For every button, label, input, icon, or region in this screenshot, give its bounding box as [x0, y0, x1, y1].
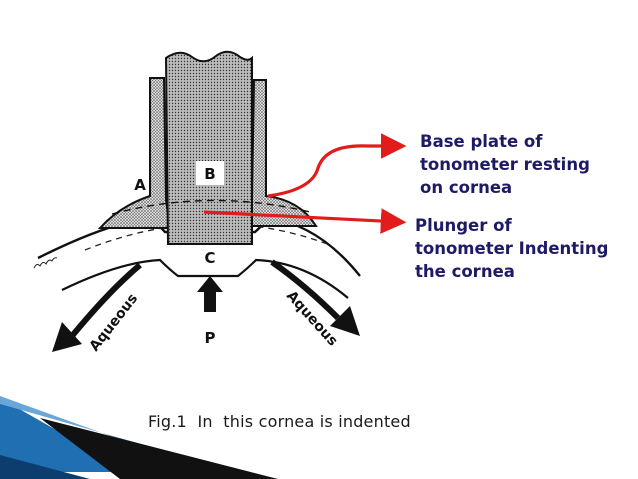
- artist-signature: [33, 257, 58, 269]
- callout-plunger-line: tonometer Indenting: [415, 239, 609, 258]
- label-b-box: [196, 161, 224, 185]
- base-plate-left: [97, 77, 172, 229]
- aqueous-arrow-right: [270, 259, 341, 321]
- figure-caption: Fig.1 In this cornea is indented: [148, 412, 411, 431]
- label-c: C: [204, 249, 215, 267]
- callout-plunger-line: the cornea: [415, 262, 515, 281]
- original-cornea-dashed: [84, 223, 331, 251]
- aqueous-arrow-left: [69, 262, 142, 338]
- callout-plunger-line: Plunger of: [415, 216, 512, 235]
- plunger: [164, 50, 253, 245]
- callout-plunger: Plunger of tonometer Indenting the corne…: [415, 214, 608, 283]
- cornea-inner-curve: [61, 258, 349, 299]
- plunger-dashed-curve: [111, 199, 311, 215]
- callout-base-plate: Base plate of tonometer resting on corne…: [420, 130, 590, 199]
- label-b: B: [204, 165, 215, 183]
- callout-base-plate-line: Base plate of: [420, 132, 543, 151]
- pressure-arrow: [197, 276, 223, 312]
- label-a: A: [134, 176, 146, 194]
- callout-base-plate-line: tonometer resting: [420, 155, 590, 174]
- label-p: P: [205, 329, 216, 347]
- aqueous-arrowhead-left: [52, 322, 82, 352]
- label-aqueous-left: Aqueous: [87, 291, 142, 355]
- cornea-outer-curve: [37, 216, 361, 277]
- corner-stripe-decoration: [0, 396, 278, 479]
- callout-base-plate-line: on cornea: [420, 178, 513, 197]
- callout-arrow-plunger: [203, 208, 407, 234]
- callout-arrow-base-plate: [267, 133, 407, 198]
- aqueous-arrowhead-right: [330, 306, 360, 336]
- base-plate-right: [246, 79, 318, 227]
